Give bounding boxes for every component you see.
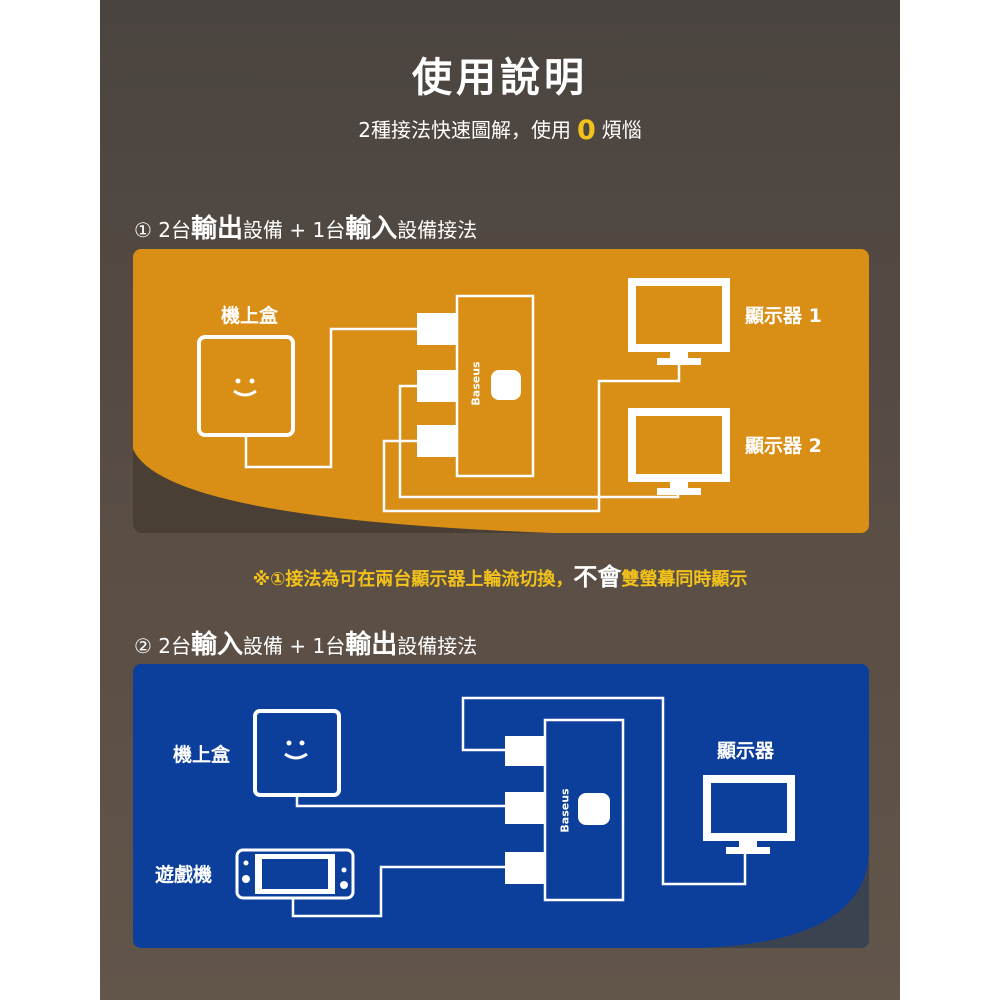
page-title: 使用說明 [412,55,588,101]
panel-shadow [693,844,869,948]
switch-button-icon [578,793,610,825]
label-display: 顯示器 [717,740,775,762]
section1-heading: ① 2台輸出設備 + 1台輸入設備接法 [134,214,478,244]
zero-highlight: 0 [576,115,596,146]
brand-label: Baseus [558,788,572,833]
port-1 [505,736,545,766]
label-game-console: 遊戲機 [155,864,213,886]
wire-set-top-box [244,327,417,469]
section2-heading: ② 2台輸入設備 + 1台輸出設備接法 [134,630,478,660]
label-set-top-box: 機上盒 [173,744,231,766]
set-top-box-icon [253,709,341,797]
display1-icon [628,278,730,365]
display-icon [703,775,795,854]
section1-diagram: 機上盒 顯示器 1 顯示器 2 Baseus [133,249,869,533]
wire-game-console [291,865,505,918]
label-display2: 顯示器 2 [745,435,822,457]
port-1 [417,313,457,345]
brand-label: Baseus [469,361,483,406]
section2-diagram: 機上盒 遊戲機 顯示器 Baseus [133,664,869,948]
wire-display2 [517,489,680,499]
wire-display1 [382,361,681,513]
wire-set-top-box [295,795,505,808]
panel-shadow [133,449,553,533]
game-console-icon [235,848,355,900]
section2-wiring [235,696,869,948]
port-3 [417,425,457,457]
display2-icon [628,408,730,495]
set-top-box-icon [197,335,295,437]
section1-wiring [133,278,730,533]
port-3 [505,852,545,884]
label-display1: 顯示器 1 [745,305,822,327]
switch-button-icon [491,370,521,400]
wire-display [461,696,747,886]
port-2 [417,370,457,402]
label-set-top-box: 機上盒 [221,305,279,327]
section1-note: ※①接法為可在兩台顯示器上輪流切換，不會雙螢幕同時顯示 [252,563,748,591]
port-2 [505,792,545,824]
